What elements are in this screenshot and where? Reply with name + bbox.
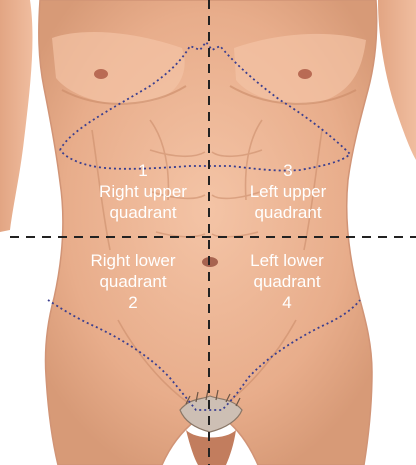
left-arm	[378, 0, 416, 160]
rlq-line2: quadrant	[99, 272, 166, 291]
llq-number: 4	[282, 293, 291, 312]
ruq-line1: Right upper	[99, 182, 187, 201]
left-nipple	[298, 69, 312, 79]
ruq-number: 1	[138, 161, 147, 180]
luq-line1: Left upper	[250, 182, 327, 201]
luq-number: 3	[283, 161, 292, 180]
llq-line2: quadrant	[253, 272, 320, 291]
luq-line2: quadrant	[254, 203, 321, 222]
right-nipple	[94, 69, 108, 79]
rlq-number: 2	[128, 293, 137, 312]
ruq-line2: quadrant	[109, 203, 176, 222]
right-arm	[0, 0, 32, 232]
llq-line1: Left lower	[250, 251, 324, 270]
genital-area	[186, 430, 236, 465]
rlq-line1: Right lower	[90, 251, 175, 270]
